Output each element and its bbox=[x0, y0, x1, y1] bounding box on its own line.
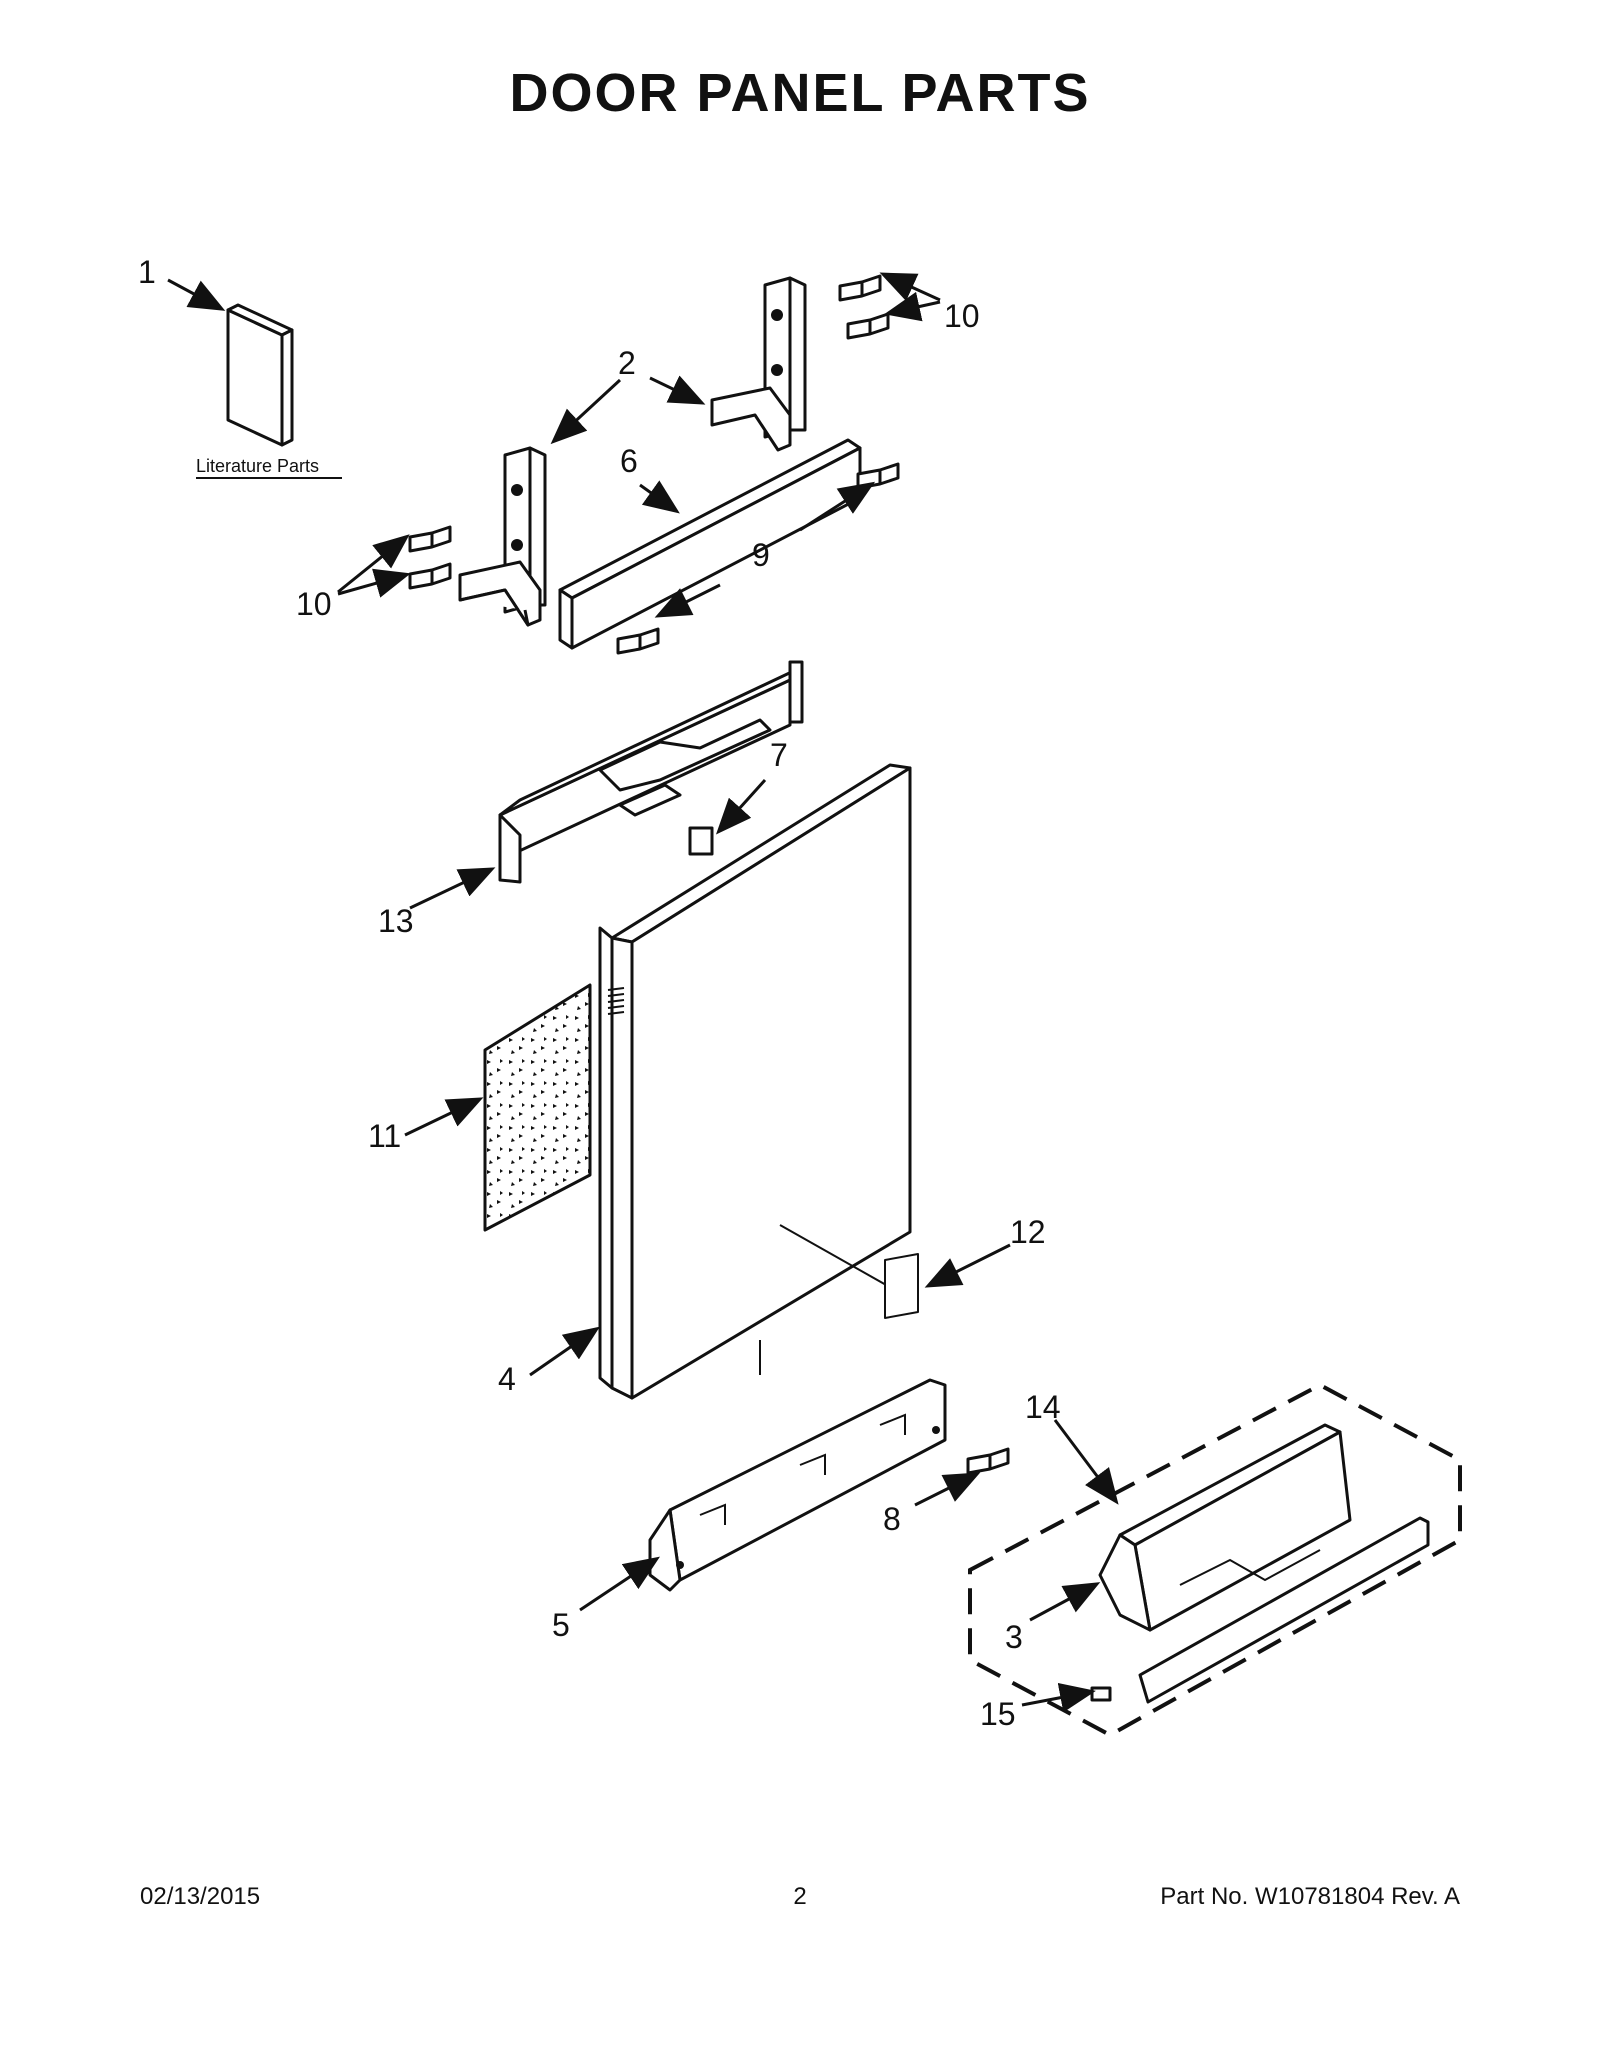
callout-15: 15 bbox=[980, 1696, 1016, 1732]
callout-12: 12 bbox=[1010, 1214, 1046, 1250]
footer-part-number: Part No. W10781804 Rev. A bbox=[1160, 1883, 1460, 1910]
footer-date: 02/13/2015 bbox=[140, 1883, 261, 1910]
leader-arrows bbox=[167, 272, 1119, 1713]
part-3-foam-insert bbox=[1098, 1423, 1352, 1632]
callout-10-right: 10 bbox=[944, 298, 980, 334]
part-1-literature: Literature Parts bbox=[196, 303, 342, 479]
part-5-bottom-bracket bbox=[648, 1378, 947, 1592]
literature-parts-label: Literature Parts bbox=[196, 456, 319, 476]
callout-3: 3 bbox=[1005, 1619, 1023, 1655]
callout-1: 1 bbox=[138, 254, 156, 290]
part-6-rail bbox=[558, 438, 862, 650]
part-4-door-panel bbox=[598, 763, 912, 1400]
callout-4: 4 bbox=[498, 1361, 516, 1397]
callout-6: 6 bbox=[620, 443, 638, 479]
part-12-badge bbox=[884, 1253, 919, 1319]
page-title: DOOR PANEL PARTS bbox=[509, 63, 1091, 123]
callout-11: 11 bbox=[368, 1118, 401, 1154]
part-2-right-bracket bbox=[710, 276, 807, 452]
callout-labels: 1 2 6 10 10 9 7 13 11 12 4 5 8 14 3 15 bbox=[138, 254, 1061, 1732]
callout-14: 14 bbox=[1025, 1389, 1061, 1425]
callout-5: 5 bbox=[552, 1607, 570, 1643]
part-13-control-assembly bbox=[498, 660, 804, 884]
footer-page-number: 2 bbox=[793, 1883, 807, 1910]
part-11-insulation bbox=[483, 983, 592, 1232]
part-2-left-bracket bbox=[458, 446, 547, 627]
part-15-strip bbox=[1090, 1516, 1430, 1704]
callout-2: 2 bbox=[618, 345, 636, 381]
callout-13: 13 bbox=[378, 903, 414, 939]
callout-10-left: 10 bbox=[296, 586, 332, 622]
callout-9: 9 bbox=[752, 537, 770, 573]
callout-8: 8 bbox=[883, 1501, 901, 1537]
callout-7: 7 bbox=[770, 737, 788, 773]
